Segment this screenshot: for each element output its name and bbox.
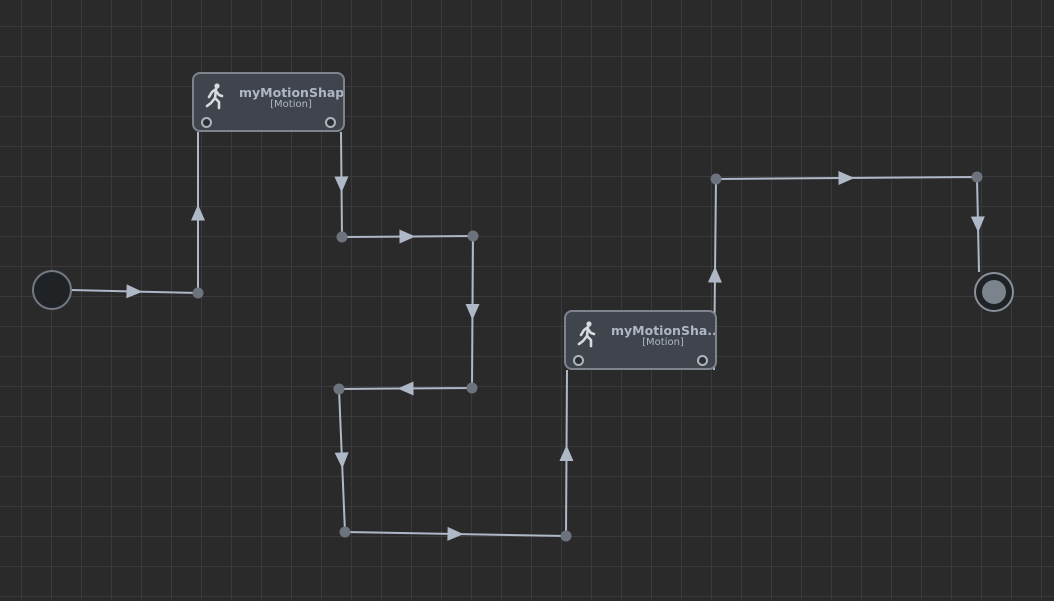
output-port[interactable] — [325, 117, 336, 128]
arrowhead-icon — [334, 452, 349, 469]
start-state[interactable] — [32, 270, 72, 310]
arrowhead-icon — [465, 303, 480, 320]
arrowhead-icon — [397, 381, 414, 396]
walking-person-icon — [577, 321, 596, 348]
node-type-label: [Motion] — [642, 337, 684, 348]
arrowhead-icon — [191, 204, 205, 221]
edge-waypoint-handle[interactable] — [971, 171, 983, 183]
input-port[interactable] — [573, 355, 584, 366]
arrowhead-icon — [707, 266, 722, 283]
edge-waypoint-handle[interactable] — [336, 231, 348, 243]
motion-node-2[interactable]: myMotionSha... [Motion] — [564, 310, 717, 370]
walking-person-icon — [205, 83, 224, 110]
motion-node-1[interactable]: myMotionShape [Motion] — [192, 72, 345, 132]
arrowhead-icon — [559, 445, 574, 462]
edge-waypoint-handle[interactable] — [339, 526, 351, 538]
node-type-label: [Motion] — [270, 99, 312, 110]
end-state[interactable] — [974, 272, 1014, 312]
arrowhead-icon — [838, 171, 855, 186]
input-port[interactable] — [201, 117, 212, 128]
transition-edge[interactable] — [713, 175, 980, 371]
edge-waypoint-handle[interactable] — [466, 382, 478, 394]
node-title: myMotionSha... — [611, 323, 715, 338]
edge-waypoint-handle[interactable] — [560, 530, 572, 542]
arrowhead-icon — [334, 176, 349, 193]
arrowhead-icon — [126, 284, 143, 299]
transition-edge[interactable] — [337, 131, 568, 538]
node-title: myMotionShape — [239, 85, 343, 100]
edge-waypoint-handle[interactable] — [333, 383, 345, 395]
edge-waypoint-handle[interactable] — [192, 287, 204, 299]
transition-edge[interactable] — [70, 132, 199, 295]
edge-waypoint-handle[interactable] — [467, 230, 479, 242]
arrowhead-icon — [447, 526, 464, 541]
output-port[interactable] — [697, 355, 708, 366]
arrowhead-icon — [399, 229, 416, 244]
arrowhead-icon — [970, 216, 985, 233]
edge-waypoint-handle[interactable] — [710, 173, 722, 185]
